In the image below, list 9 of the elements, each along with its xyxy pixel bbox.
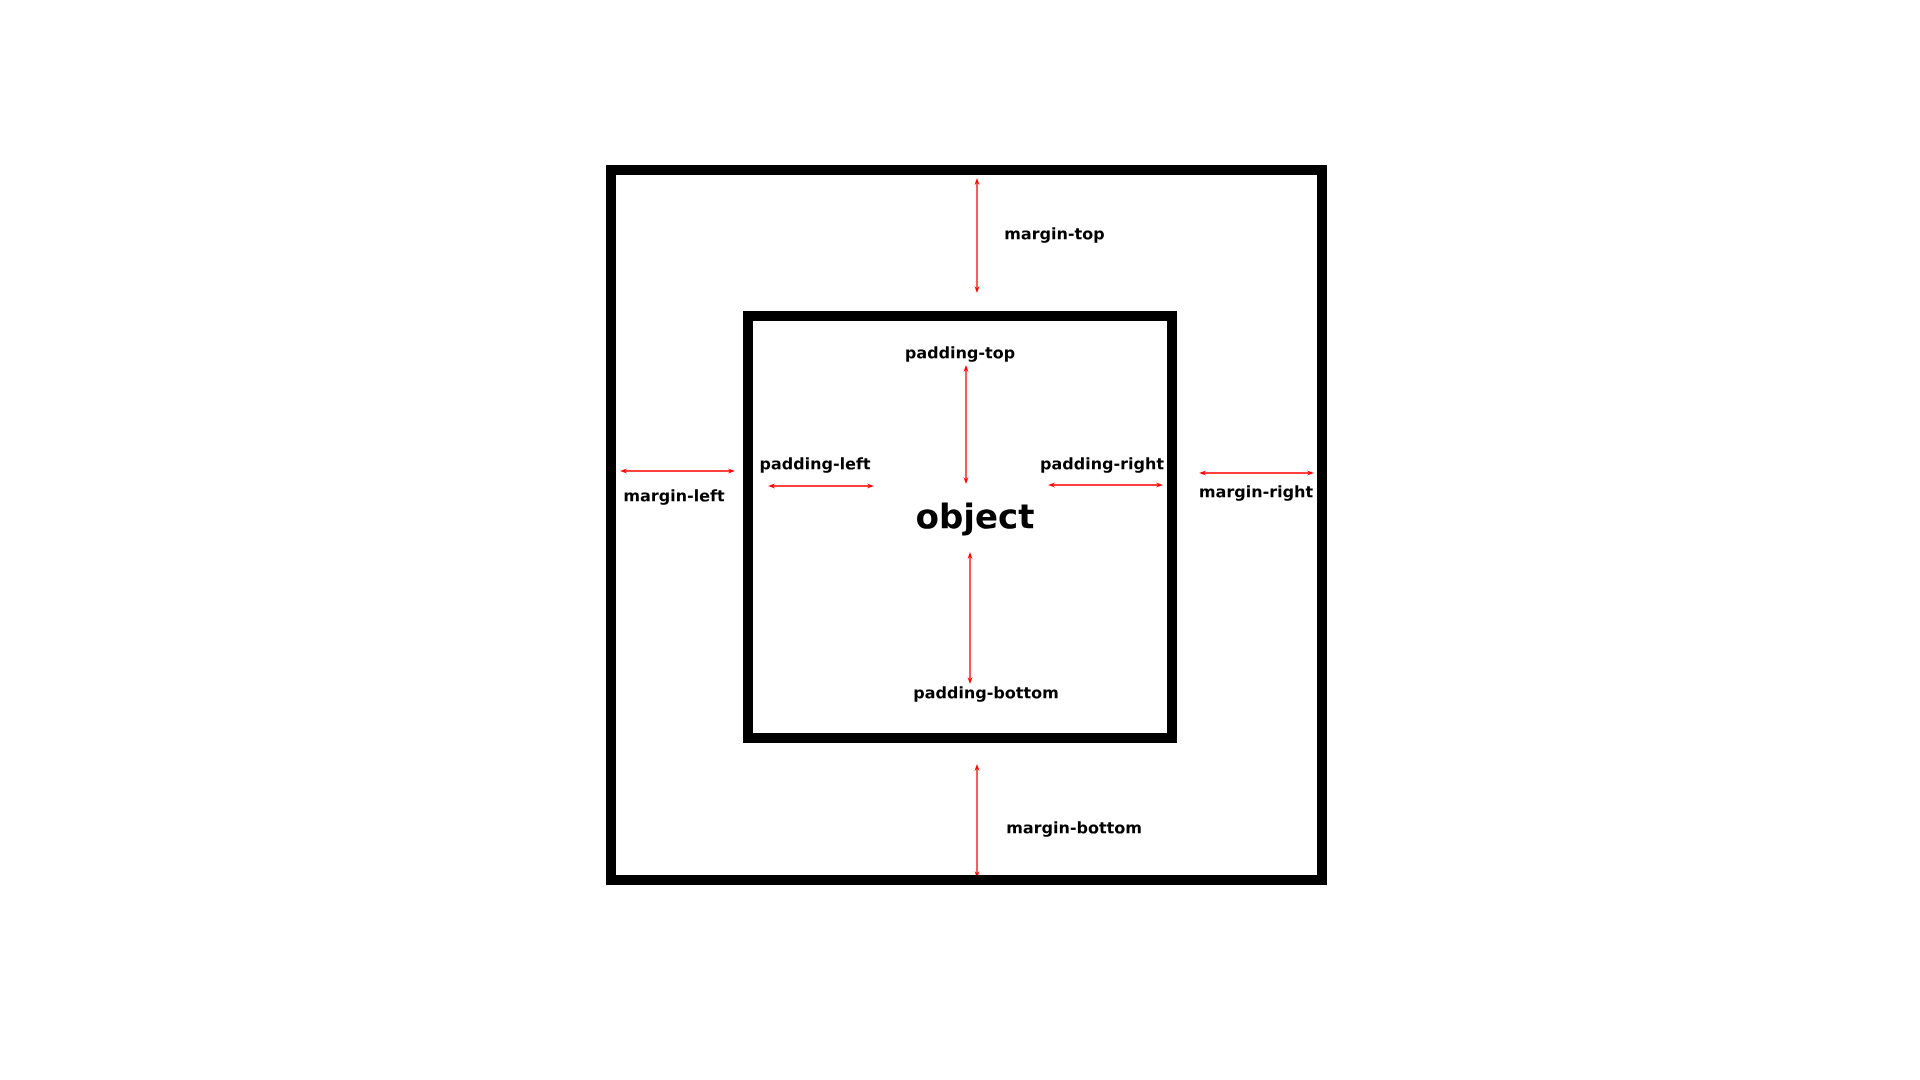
dimension-label: padding-top bbox=[906, 346, 1015, 362]
dimension-label: margin-left bbox=[624, 489, 725, 505]
dimension-label: padding-bottom bbox=[914, 686, 1058, 702]
dimension-label: margin-bottom bbox=[1007, 821, 1141, 837]
box bbox=[606, 165, 1327, 885]
dimension-label: padding-right bbox=[1041, 457, 1164, 473]
dimension-label: margin-right bbox=[1200, 485, 1313, 501]
dimension-label: padding-left bbox=[760, 457, 871, 473]
dimension-label: margin-top bbox=[1005, 227, 1104, 243]
